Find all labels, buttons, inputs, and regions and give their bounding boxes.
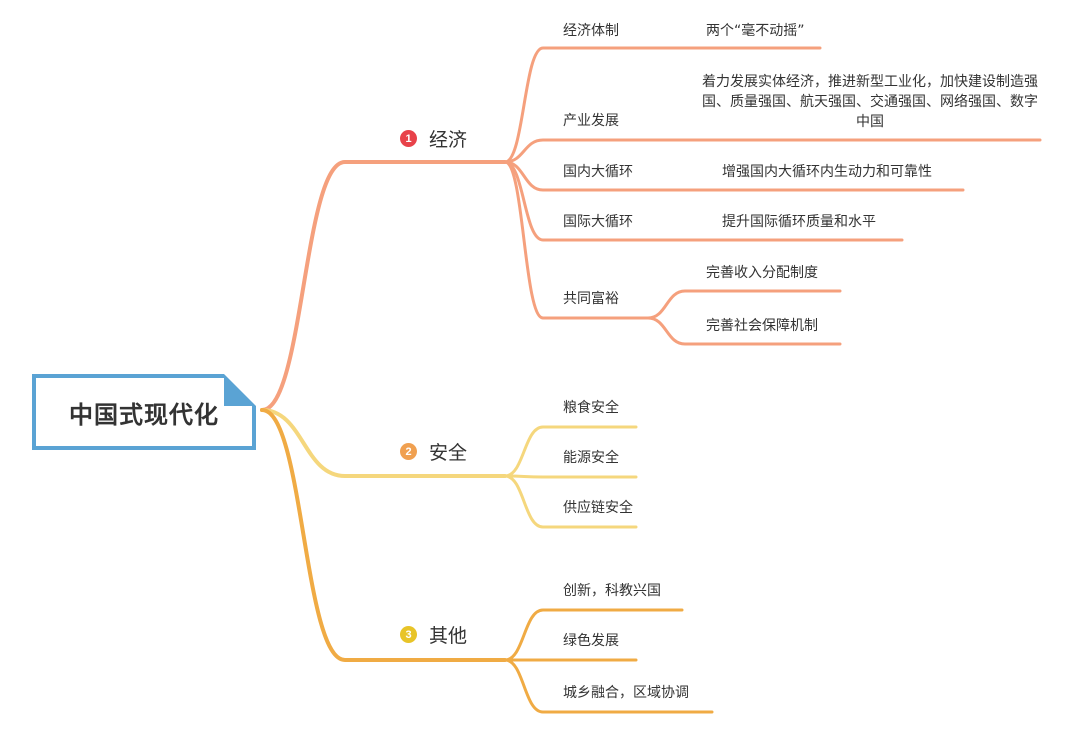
connector-security-child-1	[503, 474, 638, 479]
root-title: 中国式现代化	[69, 400, 219, 429]
connector-root-security	[260, 408, 507, 478]
root-node[interactable]: 中国式现代化	[32, 374, 256, 450]
connector-economy-child-4	[503, 160, 650, 320]
detail-social-security[interactable]: 完善社会保障机制	[706, 318, 818, 334]
root-fold-corner	[224, 374, 256, 406]
node-innovation[interactable]: 创新，科教兴国	[563, 583, 661, 599]
node-food-security[interactable]: 粮食安全	[563, 400, 619, 416]
connector-other-child-2	[503, 658, 714, 714]
node-green-development[interactable]: 绿色发展	[563, 633, 619, 649]
connector-prosperity-income	[646, 289, 842, 320]
connector-economy-child-0	[503, 46, 822, 164]
connector-other-child-0	[503, 608, 684, 662]
connector-prosperity-security	[646, 316, 842, 346]
number-badge-3: 3	[400, 626, 417, 643]
node-supply-chain-security[interactable]: 供应链安全	[563, 500, 633, 516]
node-energy-security[interactable]: 能源安全	[563, 450, 619, 466]
node-common-prosperity[interactable]: 共同富裕	[563, 291, 619, 307]
detail-income-distribution[interactable]: 完善收入分配制度	[706, 265, 818, 281]
node-international-circulation[interactable]: 国际大循环	[563, 214, 633, 230]
branch-other[interactable]: 3 其他	[400, 621, 467, 648]
branch-other-label: 其他	[429, 625, 468, 647]
connector-economy-child-1	[503, 138, 1042, 164]
detail-two-unwavering[interactable]: 两个“毫不动摇”	[706, 23, 805, 39]
detail-international-circulation[interactable]: 提升国际循环质量和水平	[722, 214, 876, 230]
number-badge-1: 1	[400, 130, 417, 147]
branch-security-label: 安全	[429, 442, 468, 464]
node-industry-development[interactable]: 产业发展	[563, 113, 619, 129]
detail-domestic-circulation[interactable]: 增强国内大循环内生动力和可靠性	[722, 164, 932, 180]
branch-economy[interactable]: 1 经济	[400, 125, 467, 152]
node-economic-system[interactable]: 经济体制	[563, 23, 619, 39]
connector-root-economy	[260, 160, 507, 412]
connector-security-child-2	[503, 474, 638, 529]
node-domestic-circulation[interactable]: 国内大循环	[563, 164, 633, 180]
branch-security[interactable]: 2 安全	[400, 438, 467, 465]
detail-industry[interactable]: 着力发展实体经济，推进新型工业化，加快建设制造强国、质量强国、航天强国、交通强国…	[702, 74, 1038, 130]
number-badge-2: 2	[400, 443, 417, 460]
connector-security-child-0	[503, 425, 638, 478]
connector-root-other	[260, 408, 507, 662]
node-urban-rural[interactable]: 城乡融合，区域协调	[563, 685, 689, 701]
branch-economy-label: 经济	[429, 129, 468, 151]
